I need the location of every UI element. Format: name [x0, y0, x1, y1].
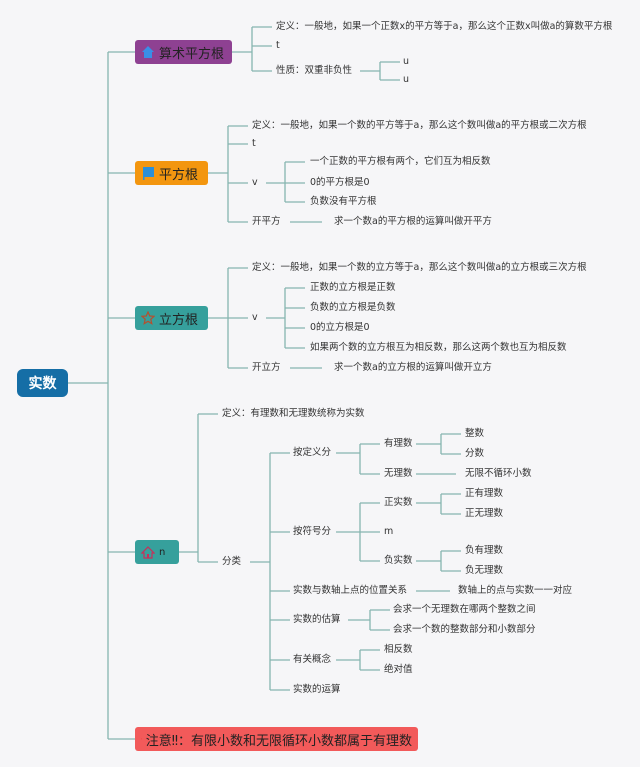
leaf: 负数没有平方根: [310, 196, 377, 207]
leaf: 无理数: [384, 468, 413, 479]
star-icon: [141, 311, 155, 325]
node-arithmetic-square-root[interactable]: 算术平方根: [135, 40, 232, 64]
leaf: 会求一个数的整数部分和小数部分: [393, 624, 536, 635]
leaf: 性质：双重非负性: [276, 65, 353, 76]
leaf: 分类: [222, 556, 242, 567]
root-label: 实数: [28, 376, 57, 392]
leaf: 开平方: [252, 216, 281, 227]
leaf: 负无理数: [465, 565, 504, 576]
leaf: 按定义分: [293, 447, 332, 458]
leaf: 实数的运算: [293, 684, 341, 695]
leaf: 无限不循环小数: [465, 468, 532, 479]
leaf: 正有理数: [465, 488, 504, 499]
leaf: 负实数: [384, 555, 413, 566]
leaf: 负有理数: [465, 545, 504, 556]
leaf: 一个正数的平方根有两个，它们互为相反数: [310, 156, 491, 167]
leaf: 定义：一般地，如果一个数的平方等于a，那么这个数叫做a的平方根或二次方根: [252, 120, 587, 131]
leaf: 数轴上的点与实数一一对应: [458, 585, 573, 596]
leaf: 0的平方根是0: [310, 177, 370, 188]
node-label: 立方根: [159, 312, 199, 328]
leaf: 正数的立方根是正数: [310, 282, 396, 293]
node-note[interactable]: 注意‼：有限小数和无限循环小数都属于有理数: [135, 727, 418, 751]
leaf: 按符号分: [293, 526, 332, 537]
leaf: 开立方: [252, 362, 281, 373]
leaf: u: [403, 56, 410, 67]
leaf: 如果两个数的立方根互为相反数，那么这两个数也互为相反数: [310, 342, 567, 353]
leaf: v: [252, 177, 258, 188]
node-label: n: [159, 546, 166, 558]
leaf: 求一个数a的立方根的运算叫做开立方: [334, 362, 492, 373]
leaf: 分数: [465, 448, 485, 459]
leaf: u: [403, 74, 410, 85]
leaf: t: [252, 138, 256, 149]
leaf: 相反数: [384, 644, 413, 655]
leaf: 求一个数a的平方根的运算叫做开平方: [334, 216, 492, 227]
leaf: t: [276, 40, 280, 51]
leaf: 绝对值: [384, 664, 413, 675]
leaf: 会求一个无理数在哪两个整数之间: [393, 604, 536, 615]
node-square-root[interactable]: 平方根: [135, 161, 208, 185]
leaf: 正无理数: [465, 508, 504, 519]
leaf: 实数的估算: [293, 614, 341, 625]
leaf: 实数与数轴上点的位置关系: [293, 585, 408, 596]
node-label: 算术平方根: [159, 46, 225, 62]
leaf: 整数: [465, 428, 485, 439]
flag-icon: [143, 167, 154, 180]
leaf: 正实数: [384, 497, 413, 508]
leaf: v: [252, 312, 258, 323]
leaf: 有关概念: [293, 654, 332, 665]
node-cube-root[interactable]: 立方根: [135, 306, 208, 330]
leaf: 定义：一般地，如果一个正数x的平方等于a，那么这个正数x叫做a的算数平方根: [276, 21, 613, 32]
root-node[interactable]: 实数: [17, 369, 68, 397]
node-label: 注意‼：有限小数和无限循环小数都属于有理数: [145, 733, 412, 749]
leaf: 定义：有理数和无理数统称为实数: [222, 408, 365, 419]
leaf: 负数的立方根是负数: [310, 302, 396, 313]
leaf: 定义：一般地，如果一个数的立方等于a，那么这个数叫做a的立方根或三次方根: [252, 262, 587, 273]
leaf: m: [384, 526, 394, 537]
node-label: 平方根: [159, 167, 199, 183]
leaf: 有理数: [384, 438, 413, 449]
flag-icon: [141, 738, 142, 740]
home-outline-icon: [141, 546, 155, 559]
node-real-number[interactable]: n: [135, 540, 179, 564]
home-icon: [142, 46, 154, 58]
leaf: 0的立方根是0: [310, 322, 370, 333]
